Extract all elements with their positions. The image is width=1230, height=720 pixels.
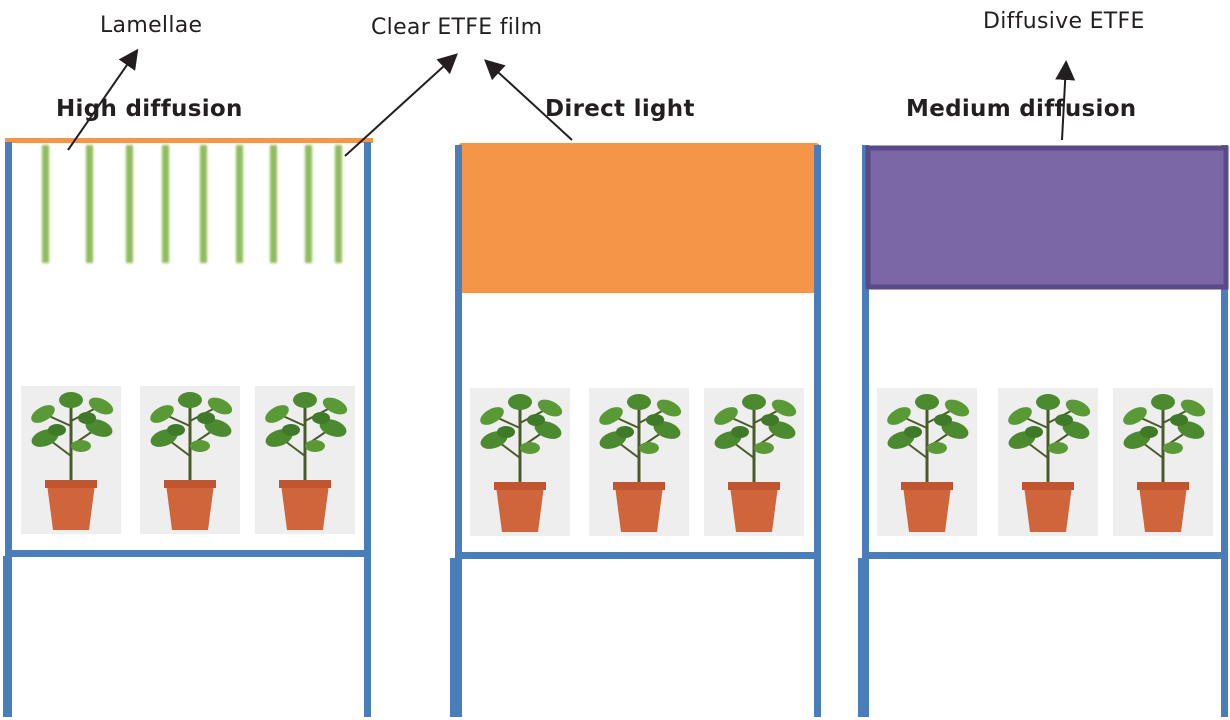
clear-etfe-film-label: Clear ETFE film <box>371 15 543 40</box>
panel-medium-diffusion <box>858 145 1229 717</box>
lamella <box>42 145 49 263</box>
panel-high-diffusion <box>3 138 373 717</box>
lamellae-group <box>42 145 342 263</box>
diffusive-etfe-film <box>865 145 1229 290</box>
arrow-icon <box>67 48 139 151</box>
lamella <box>86 145 93 263</box>
panel-title-high-diffusion: High diffusion <box>56 96 243 122</box>
potted-tomato-plant-icon <box>875 386 979 538</box>
potted-tomato-plant-icon <box>996 386 1100 538</box>
potted-tomato-plant-icon <box>138 384 242 536</box>
lamella <box>335 145 342 263</box>
potted-tomato-plant-icon <box>19 384 123 536</box>
diffusive-etfe-label: Diffusive ETFE <box>983 9 1145 34</box>
arrow-icon <box>1055 60 1076 141</box>
potted-tomato-plant-icon <box>253 384 357 536</box>
arrow-icon <box>344 53 458 157</box>
lamella <box>305 145 312 263</box>
frame <box>858 145 1228 717</box>
lamella <box>236 145 243 263</box>
lamella <box>126 145 133 263</box>
lamellae-label: Lamellae <box>100 13 203 38</box>
potted-tomato-plant-icon <box>587 386 691 538</box>
arrow-icon <box>484 59 573 141</box>
potted-tomato-plant-icon <box>1111 386 1215 538</box>
potted-tomato-plant-icon <box>468 386 572 538</box>
clear-film-top-strip <box>5 138 373 143</box>
frame <box>450 145 821 717</box>
lamella <box>270 145 277 263</box>
panel-title-medium-diffusion: Medium diffusion <box>906 96 1137 122</box>
lamella <box>162 145 169 263</box>
potted-tomato-plant-icon <box>702 386 806 538</box>
clear-etfe-film <box>458 143 820 293</box>
panel-title-direct-light: Direct light <box>545 96 695 122</box>
frame <box>3 142 371 717</box>
panel-direct-light <box>450 143 821 717</box>
lamella <box>200 145 207 263</box>
